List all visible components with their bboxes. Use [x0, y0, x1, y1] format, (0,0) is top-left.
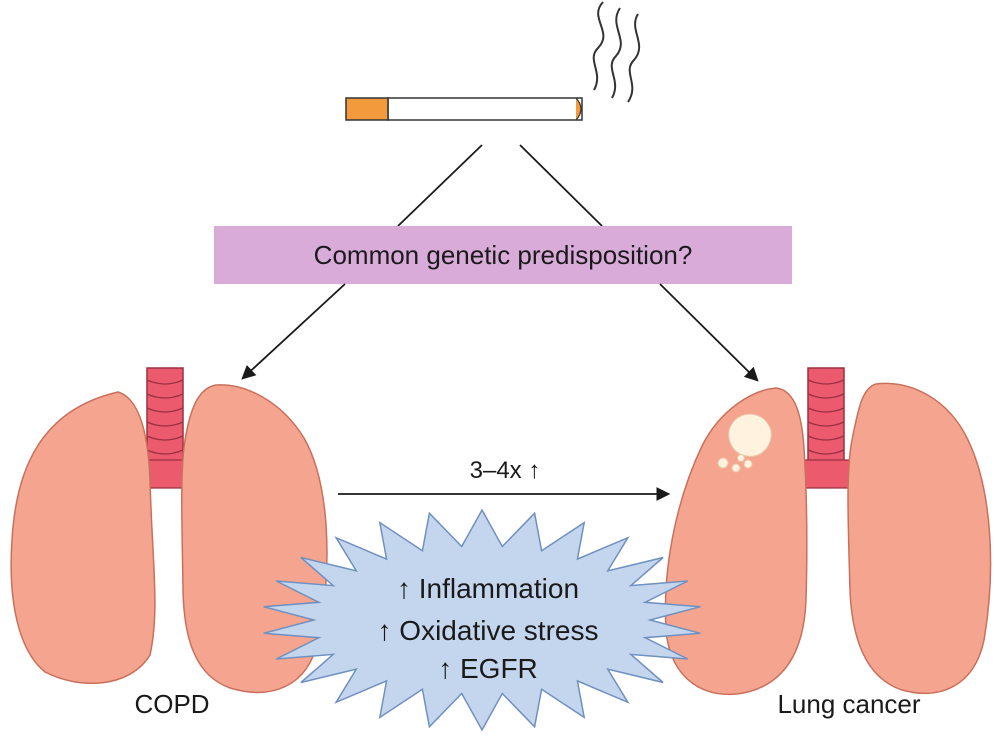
arrow-to-copd [241, 283, 346, 380]
copd-lungs-icon [10, 367, 328, 694]
mechanism-egfr: ↑ EGFR [438, 653, 538, 684]
tumor-icon [717, 413, 772, 473]
cancer-lungs-icon [664, 367, 992, 696]
lung-cancer-label: Lung cancer [777, 689, 920, 719]
smoke-icon [592, 1, 641, 103]
arrow-to-cancer [659, 283, 759, 382]
copd-label: COPD [134, 689, 209, 719]
mechanism-inflammation: ↑ Inflammation [397, 573, 579, 604]
line-cigarette-left [397, 144, 483, 227]
genetic-box [214, 226, 792, 284]
genetic-box-label: Common genetic predisposition? [314, 240, 693, 270]
line-cigarette-right [519, 144, 603, 227]
mechanism-oxidative-stress: ↑ Oxidative stress [378, 615, 599, 646]
risk-label: 3–4x ↑ [470, 457, 541, 484]
cigarette-icon [345, 97, 583, 121]
burst-shape [263, 508, 701, 732]
